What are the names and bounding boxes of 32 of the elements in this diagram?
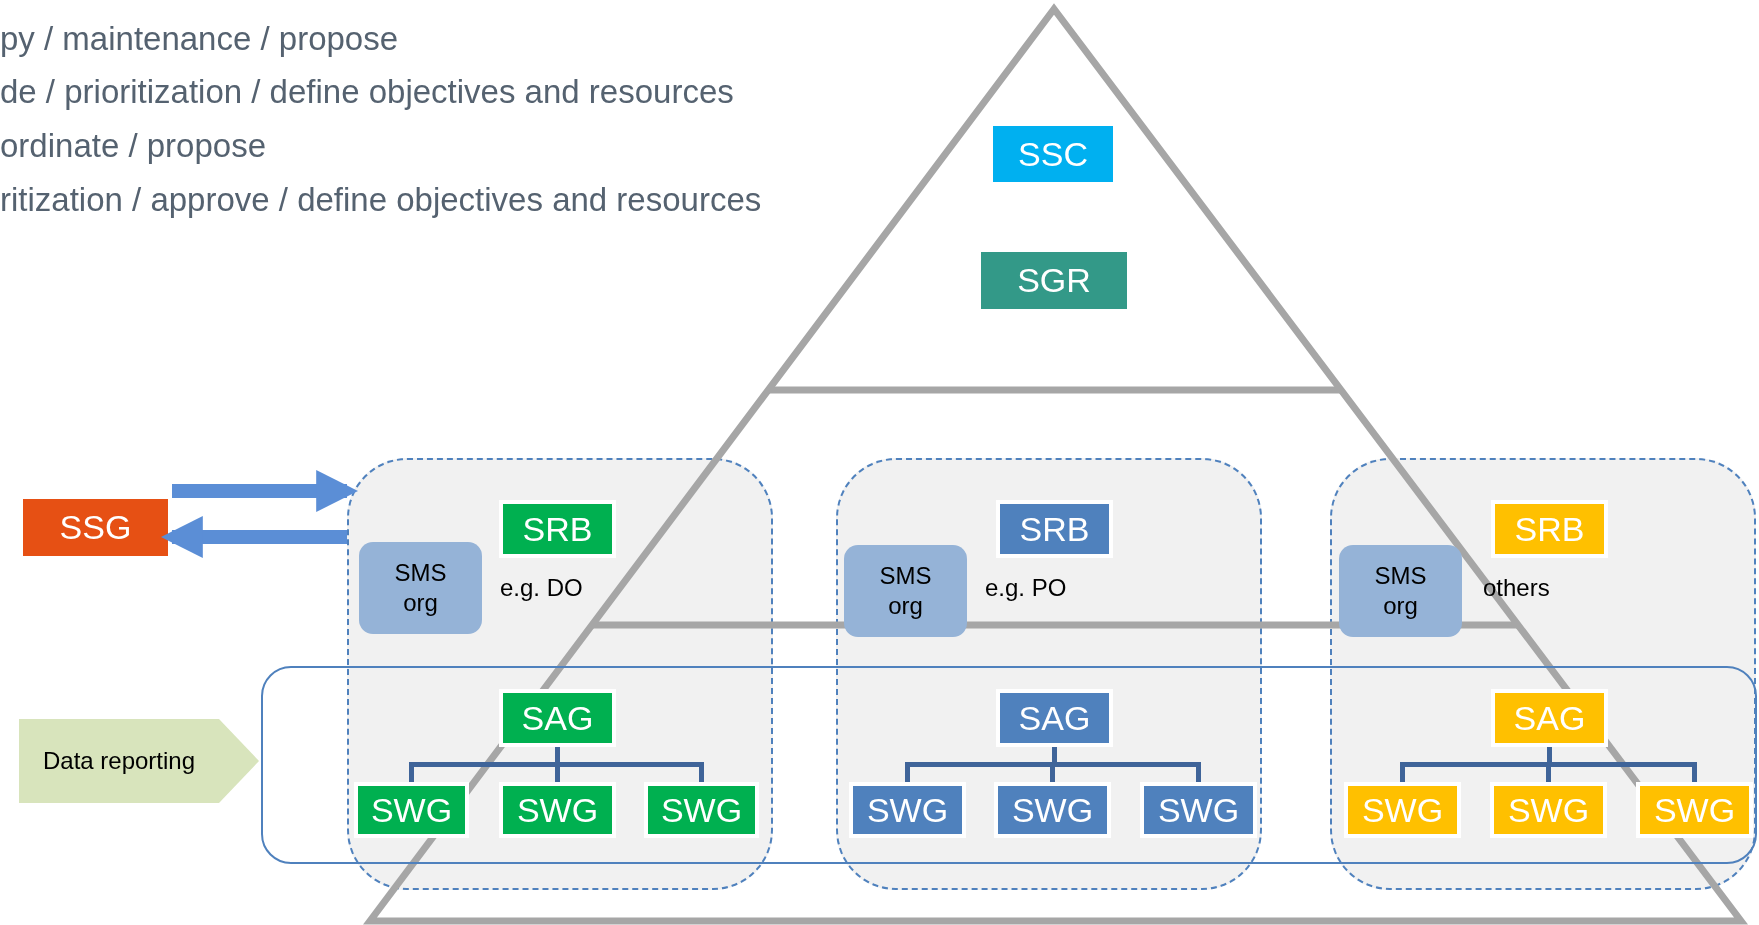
rounded-box: SMS org [844, 545, 967, 637]
group-panel [836, 458, 1262, 890]
acronym-box: SWG [1140, 782, 1257, 838]
connector-line [1547, 747, 1697, 782]
acronym-box: SWG [849, 782, 966, 838]
note-text: ritization / approve / define objectives and resources [0, 181, 762, 219]
acronym-box: SWG [1636, 782, 1753, 838]
caption-text: e.g. DO [500, 574, 583, 602]
acronym-box: SAG [996, 689, 1113, 747]
acronym-box: SWG [644, 782, 759, 838]
arrow [172, 470, 359, 512]
rounded-box: SMS org [1339, 545, 1462, 637]
acronym-box: SWG [994, 782, 1111, 838]
group-panel [347, 458, 773, 890]
group-panel [1330, 458, 1756, 890]
arrow-tag: Data reporting [19, 719, 259, 803]
acronym-box: SWG [1490, 782, 1607, 838]
acronym-box: SWG [1344, 782, 1461, 838]
note-text: py / maintenance / propose [0, 20, 399, 58]
note-text: de / prioritization / define objectives and resources [0, 73, 734, 111]
note-text: ordinate / propose [0, 127, 266, 165]
acronym-box: SAG [499, 689, 616, 747]
caption-text: others [1483, 574, 1550, 602]
arrow [160, 516, 347, 558]
acronym-box: SAG [1491, 689, 1608, 747]
caption-text: e.g. PO [985, 574, 1067, 602]
acronym-box: SRB [499, 500, 616, 558]
acronym-box: SRB [996, 500, 1113, 558]
acronym-box: SWG [499, 782, 616, 838]
acronym-box: SWG [354, 782, 469, 838]
acronym-box: SRB [1491, 500, 1608, 558]
rounded-box: SMS org [359, 542, 482, 634]
